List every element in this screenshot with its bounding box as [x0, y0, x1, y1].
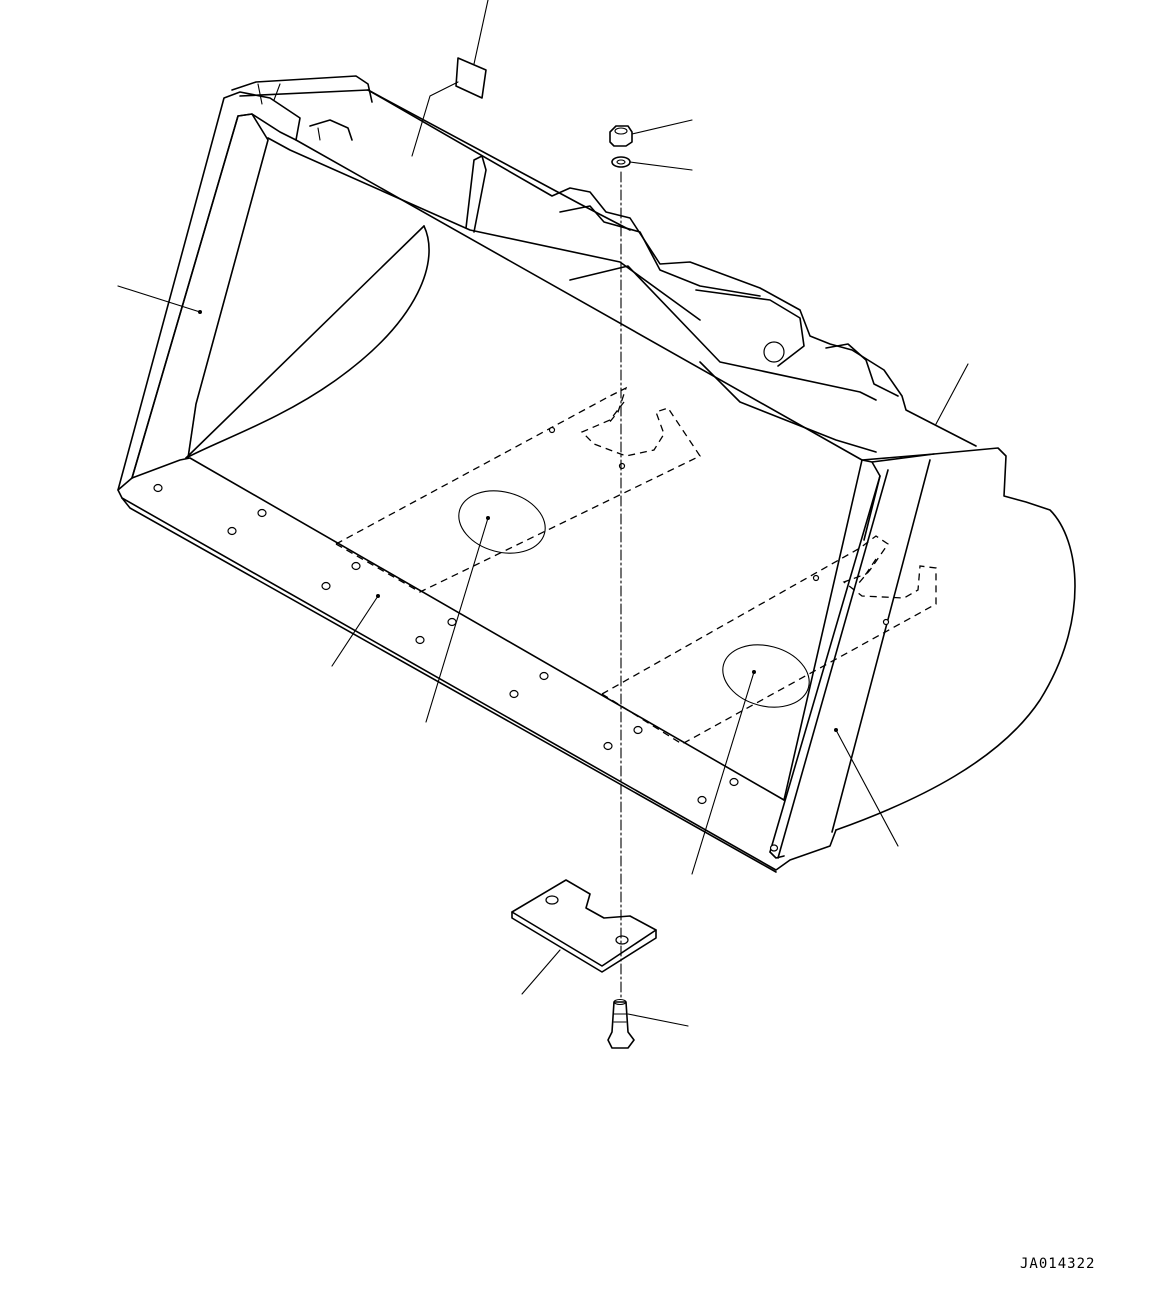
cutting-edge-bolt-holes [153, 483, 779, 852]
hidden-wear-plates [335, 386, 937, 745]
label-plate-icon [455, 57, 487, 99]
bolt-icon [607, 998, 635, 1049]
drawing-id-label: JA014322 [1020, 1256, 1096, 1272]
mounting-plate-icon [511, 879, 657, 973]
nut-icon [609, 125, 633, 147]
bucket-body [117, 75, 1076, 873]
leader-lines [117, 0, 969, 1027]
washer-icon [611, 156, 631, 168]
